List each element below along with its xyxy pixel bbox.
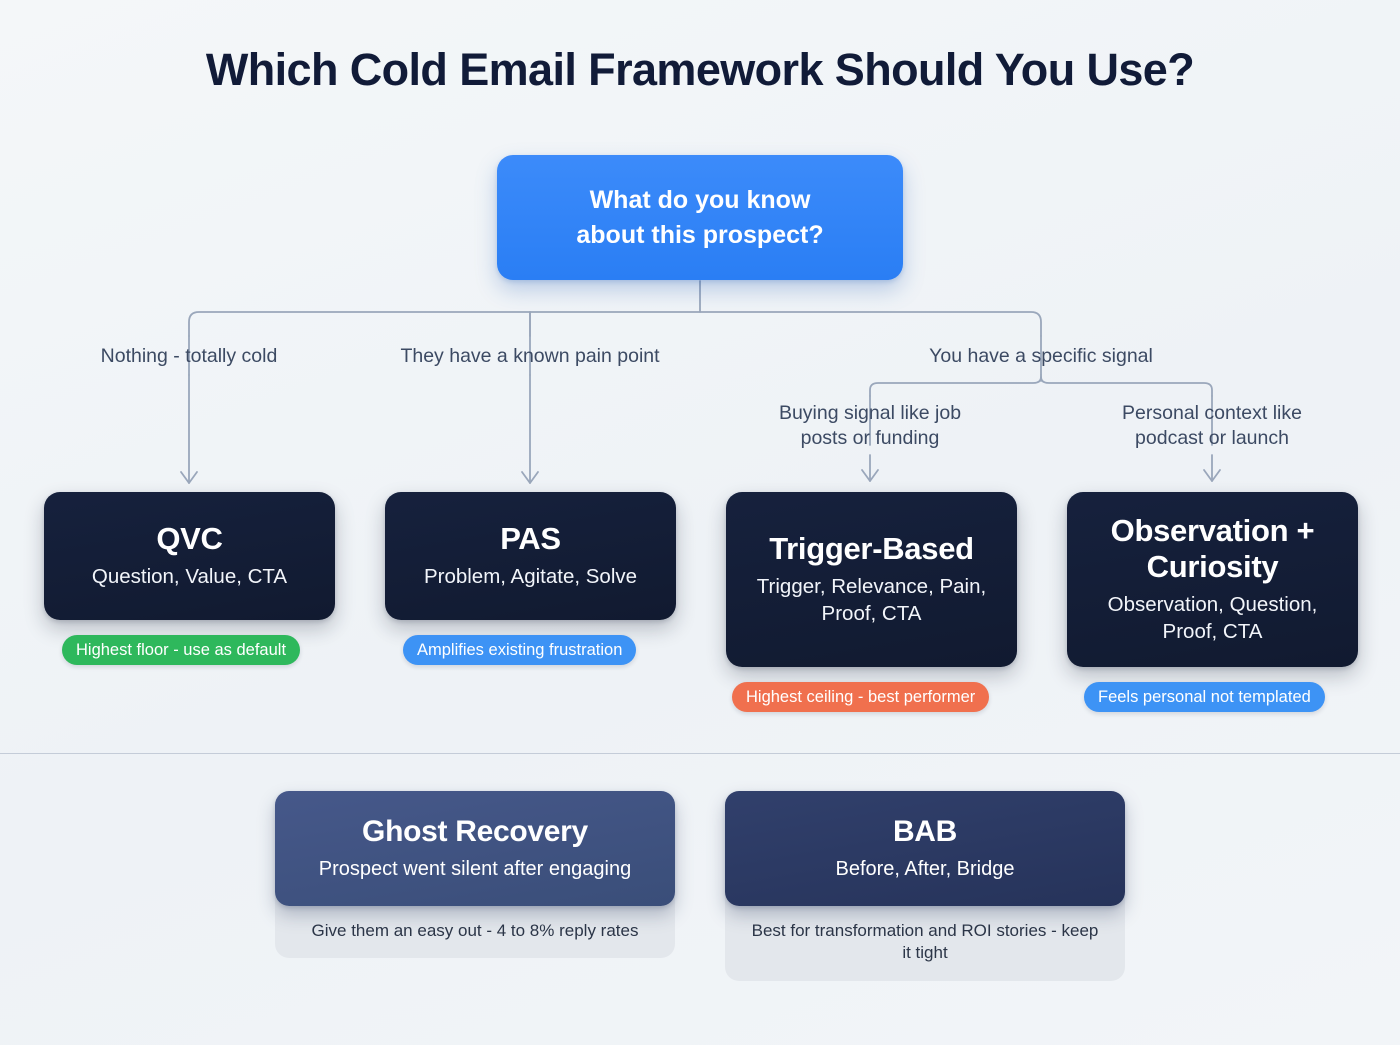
framework-parts-trigger-based-line2: Proof, CTA <box>821 601 922 625</box>
root-label-line1: What do you know <box>589 186 811 214</box>
edge-label-personal-line2: podcast or launch <box>1135 427 1289 450</box>
framework-name-observation-curiosity: Observation + Curiosity <box>1111 513 1315 585</box>
wire-pain-arrowhead <box>521 471 539 484</box>
special-card-bab[interactable]: BAB Before, After, Bridge Best for trans… <box>725 791 1125 981</box>
root-label-line2: about this prospect? <box>576 220 824 249</box>
wire-main-bar <box>188 311 1042 337</box>
special-header-bab: BAB Before, After, Bridge <box>725 791 1125 906</box>
edge-label-buying-line1: Buying signal like job <box>778 402 962 424</box>
framework-card-trigger-based[interactable]: Trigger-Based Trigger, Relevance, Pain, … <box>726 492 1017 667</box>
framework-name-qvc: QVC <box>156 521 223 557</box>
badge-observation-curiosity: Feels personal not templated <box>1084 682 1325 712</box>
framework-parts-qvc: Question, Value, CTA <box>91 565 288 589</box>
framework-parts-trigger-based: Trigger, Relevance, Pain, Proof, CTA <box>757 574 986 627</box>
wire-subfork-right <box>1040 376 1213 397</box>
page-title: Which Cold Email Framework Should You Us… <box>205 44 1195 95</box>
special-name-bab: BAB <box>892 815 958 849</box>
special-card-ghost-recovery[interactable]: Ghost Recovery Prospect went silent afte… <box>275 791 675 959</box>
edge-label-nothing: Nothing - totally cold <box>100 345 278 367</box>
special-note-bab: Best for transformation and ROI stories … <box>725 892 1125 981</box>
framework-name-observation-curiosity-line2: Curiosity <box>1146 549 1279 585</box>
edge-label-personal: Personal context like podcast or launch <box>1092 401 1332 452</box>
wire-buying-arrowhead <box>861 469 879 482</box>
framework-name-pas: PAS <box>500 521 561 557</box>
framework-card-observation-curiosity[interactable]: Observation + Curiosity Observation, Que… <box>1067 492 1358 667</box>
badge-trigger-based: Highest ceiling - best performer <box>732 682 990 712</box>
wire-personal-arrowhead <box>1203 469 1221 482</box>
framework-parts-observation-curiosity: Observation, Question, Proof, CTA <box>1108 592 1318 645</box>
root-decision-node[interactable]: What do you know about this prospect? <box>497 155 903 280</box>
badge-qvc: Highest floor - use as default <box>62 635 301 665</box>
section-divider <box>0 753 1400 754</box>
framework-parts-pas: Problem, Agitate, Solve <box>423 565 638 589</box>
special-name-ghost-recovery: Ghost Recovery <box>362 815 588 849</box>
wire-nothing-arrowhead <box>180 471 198 484</box>
framework-parts-observation-curiosity-line1: Observation, Question, <box>1107 593 1318 617</box>
framework-parts-observation-curiosity-line2: Proof, CTA <box>1162 619 1263 643</box>
framework-name-observation-curiosity-line1: Observation + <box>1110 513 1315 549</box>
edge-label-signal: You have a specific signal <box>929 345 1153 367</box>
framework-card-qvc[interactable]: QVC Question, Value, CTA <box>44 492 335 620</box>
edge-label-pain: They have a known pain point <box>400 345 660 367</box>
wire-subfork-left <box>869 376 1042 397</box>
framework-card-pas[interactable]: PAS Problem, Agitate, Solve <box>385 492 676 620</box>
edge-label-buying: Buying signal like job posts or funding <box>745 401 995 452</box>
edge-label-buying-line2: posts or funding <box>800 427 940 450</box>
special-header-ghost-recovery: Ghost Recovery Prospect went silent afte… <box>275 791 675 906</box>
special-subtitle-ghost-recovery: Prospect went silent after engaging <box>318 857 632 880</box>
framework-parts-trigger-based-line1: Trigger, Relevance, Pain, <box>756 575 987 599</box>
edge-label-personal-line1: Personal context like <box>1122 402 1302 424</box>
framework-name-trigger-based: Trigger-Based <box>769 531 974 567</box>
special-subtitle-bab: Before, After, Bridge <box>835 857 1015 880</box>
badge-pas: Amplifies existing frustration <box>403 635 637 665</box>
